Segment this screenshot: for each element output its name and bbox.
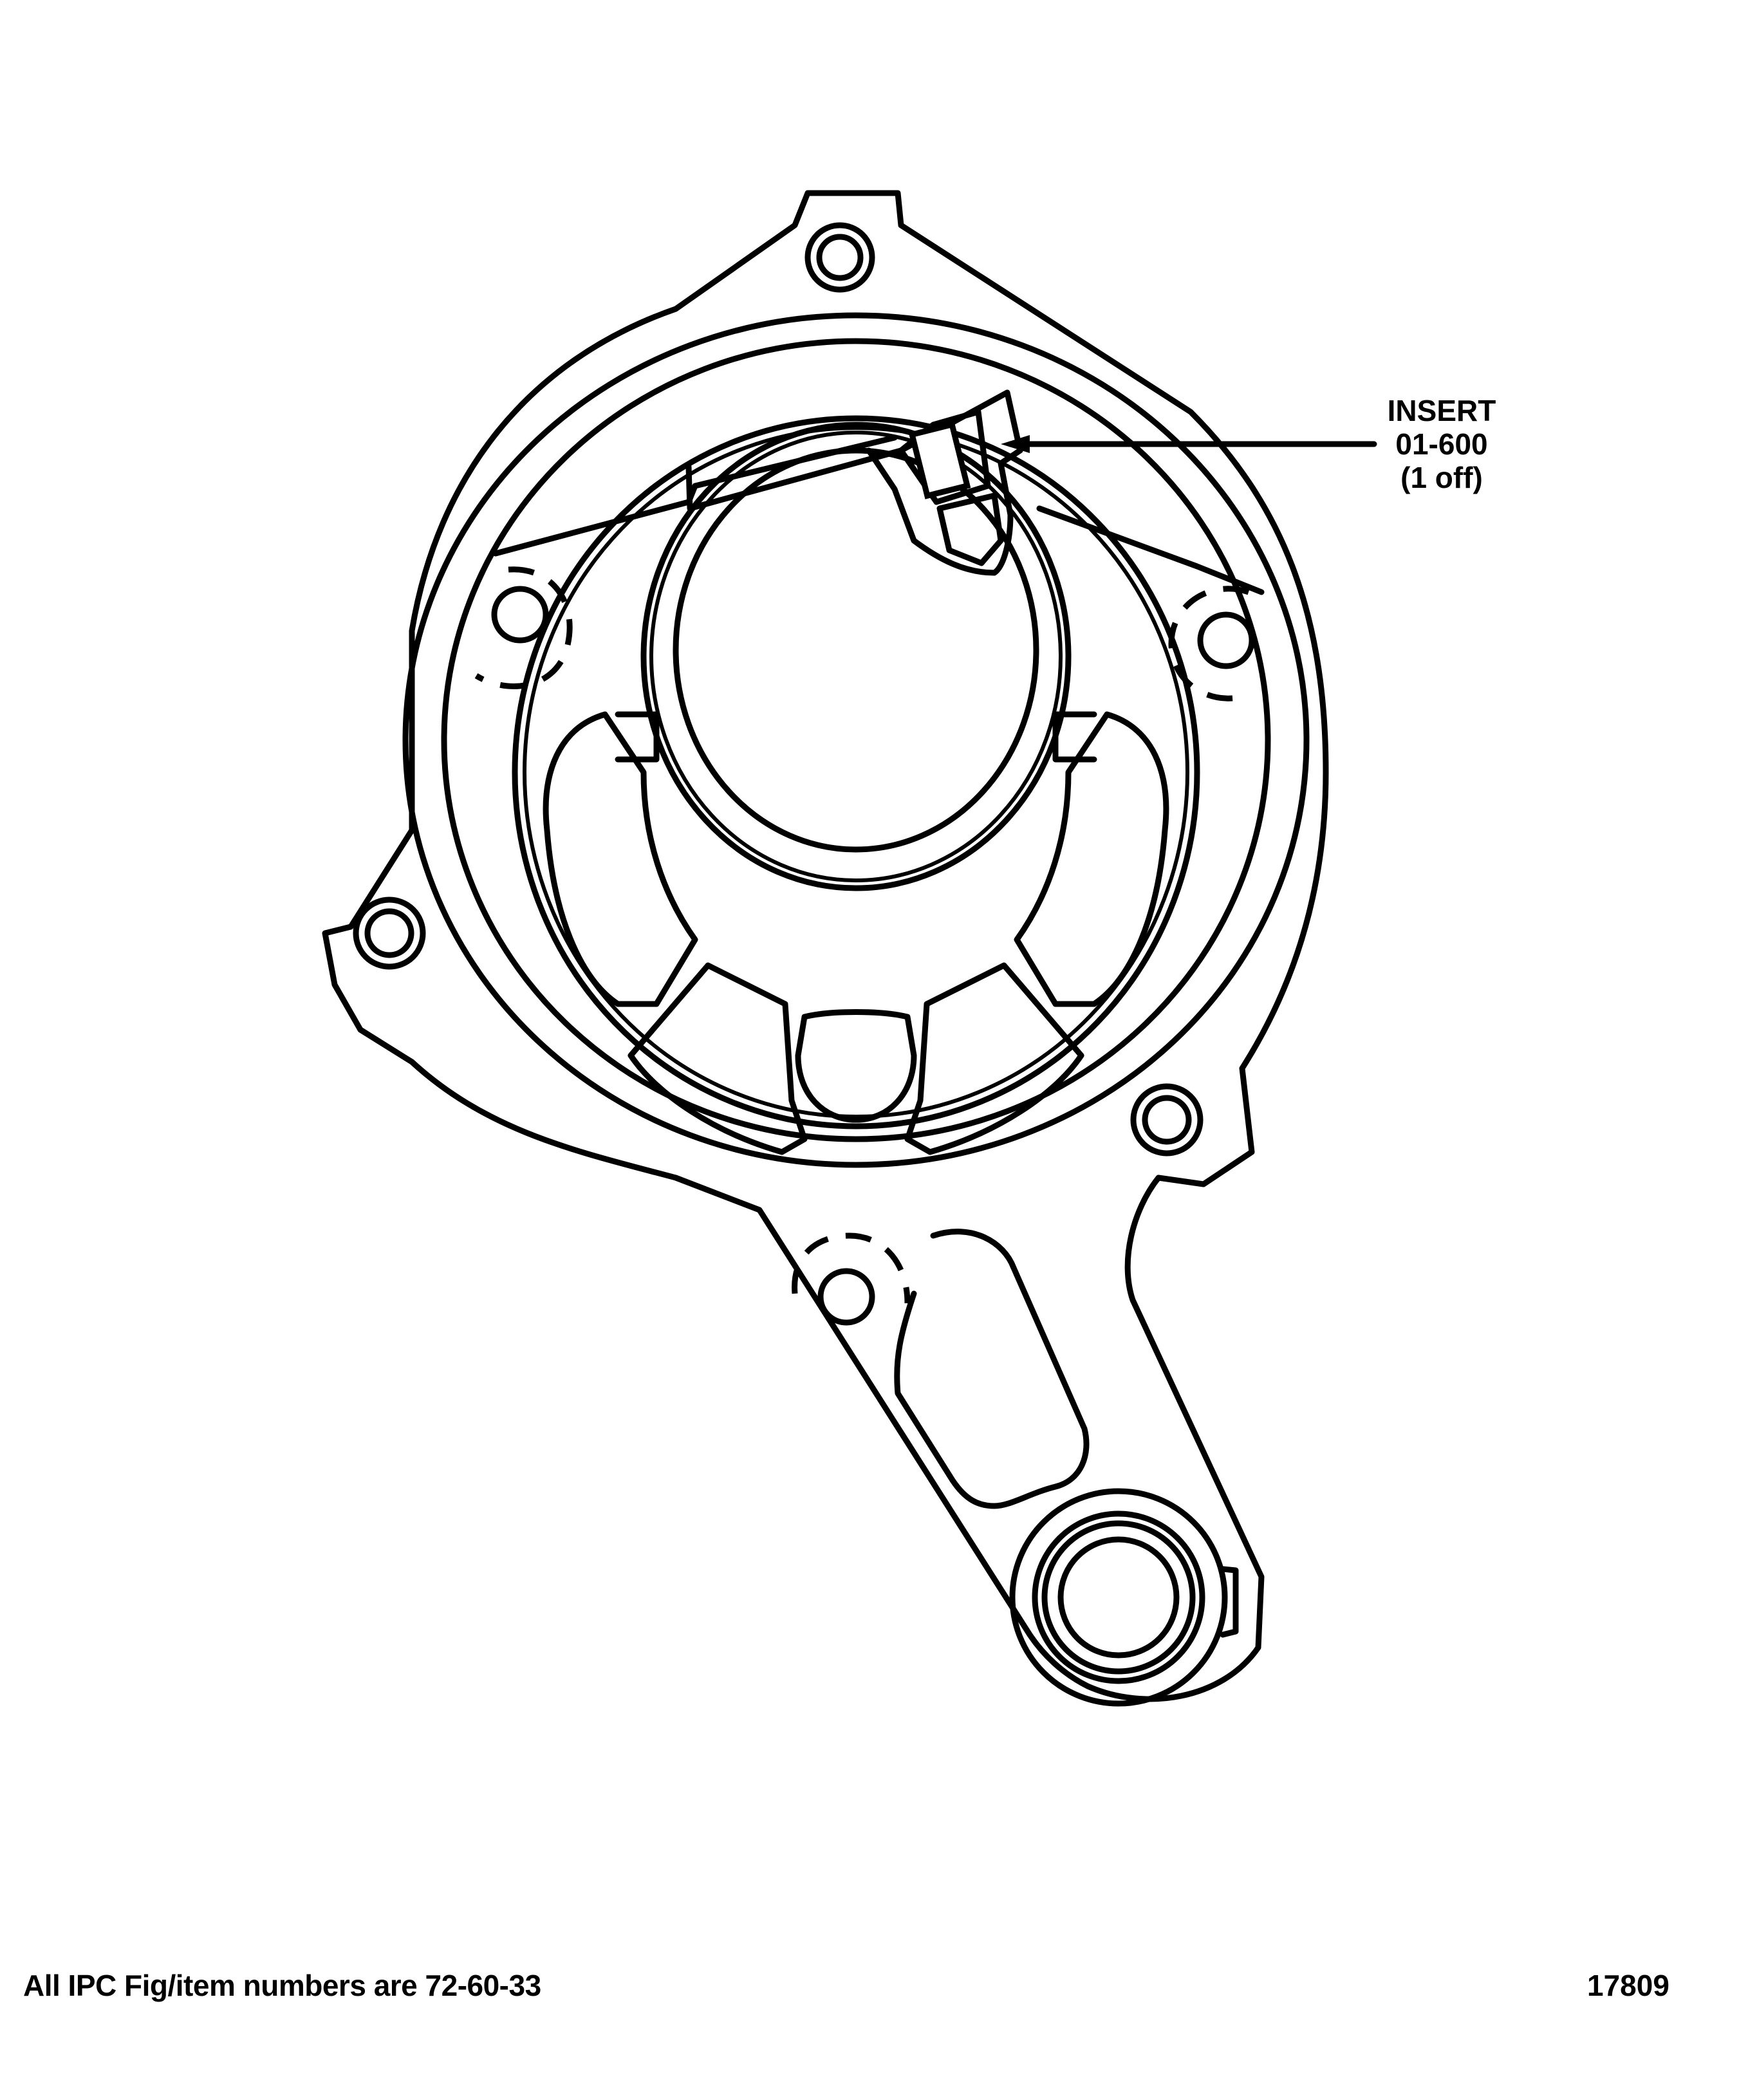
insert-boss xyxy=(685,389,1023,576)
bottom-eye xyxy=(1009,1488,1239,1707)
right-upper-lug xyxy=(1036,505,1265,702)
web-pockets xyxy=(543,711,1169,1155)
callout-quantity: (1 off) xyxy=(1400,461,1483,494)
callout-leader xyxy=(1001,435,1377,453)
insert-callout: INSERT 01-600 (1 off) xyxy=(1371,394,1512,494)
arrowhead-icon xyxy=(1001,435,1030,453)
central-bore xyxy=(512,415,1200,1129)
top-mounting-lug xyxy=(804,222,875,293)
lower-arm xyxy=(792,1229,1090,1509)
callout-title: INSERT xyxy=(1387,394,1496,427)
figure-id: 17809 xyxy=(1587,1969,1669,2002)
ipc-reference-note: All IPC Fig/item numbers are 72-60-33 xyxy=(23,1969,541,2002)
left-lower-lug xyxy=(353,897,426,970)
callout-part-number: 01-600 xyxy=(1395,427,1488,461)
right-lower-lug xyxy=(1130,1083,1204,1157)
housing-outline xyxy=(322,190,1329,1702)
